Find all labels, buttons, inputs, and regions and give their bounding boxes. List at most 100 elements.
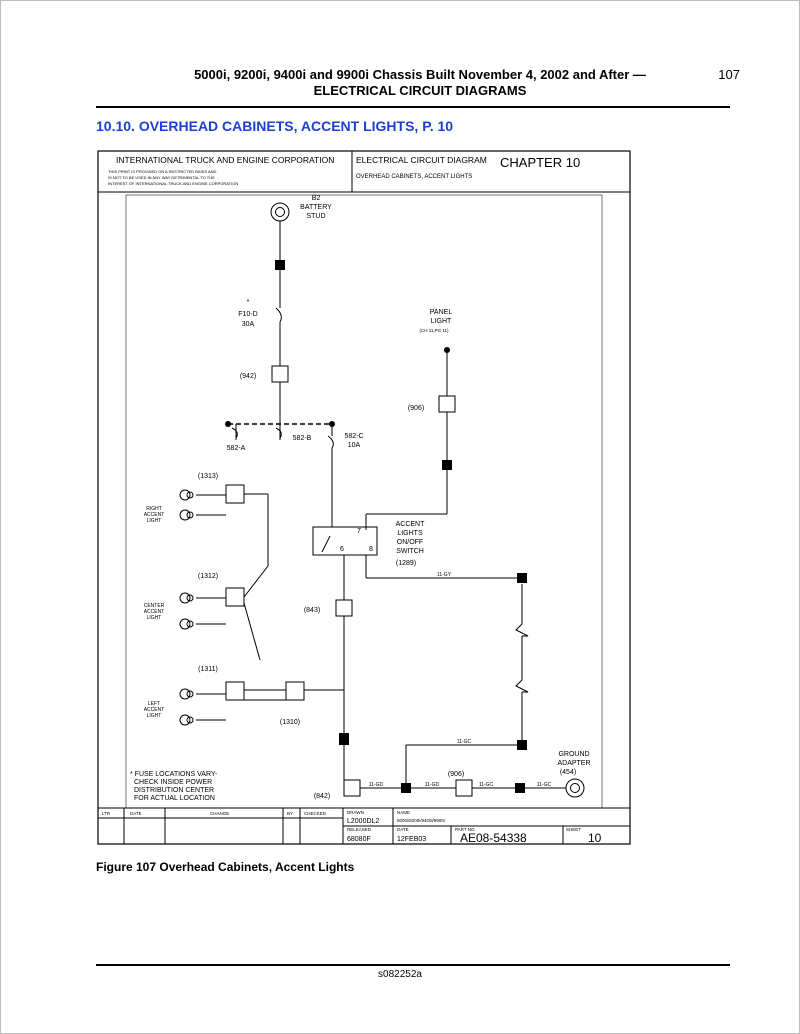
bb-date-label: DATE — [397, 827, 409, 832]
label-1313: (1313) — [198, 473, 218, 480]
page-number: 107 — [718, 67, 740, 82]
bb-name-label: NAME — [397, 810, 410, 815]
label-panel-1: PANEL — [430, 309, 453, 316]
tb-notice-2: IS NOT TO BE USED IN ANY WAY DETRIMENTAL… — [108, 175, 215, 180]
bb-col-by: BY — [287, 811, 293, 816]
footer-rule — [96, 964, 730, 966]
label-ground-1: GROUND — [558, 751, 589, 758]
label-note-1: * FUSE LOCATIONS VARY- — [130, 771, 218, 778]
label-note-3: DISTRIBUTION CENTER — [134, 787, 214, 794]
header-title-line-2: ELECTRICAL CIRCUIT DIAGRAMS — [313, 83, 527, 98]
fuse-bus-end-right — [329, 421, 335, 427]
connector-942 — [271, 365, 289, 383]
bb-part-value: AE08-54338 — [460, 831, 527, 845]
label-582a: 582-A — [227, 445, 246, 452]
section-title: 10.10. OVERHEAD CABINETS, ACCENT LIGHTS,… — [96, 118, 454, 134]
label-panel-3: (CH 11,PG 11) — [419, 328, 449, 333]
label-left-1: LEFT — [148, 701, 160, 707]
splice-node — [401, 783, 411, 793]
tb-doc-type: ELECTRICAL CIRCUIT DIAGRAM — [356, 155, 487, 165]
splice-gy — [517, 573, 527, 583]
bb-released-label: RELEASED — [347, 827, 372, 832]
tb-notice-3: INTEREST OF INTERNATIONAL TRUCK AND ENGI… — [108, 181, 238, 186]
label-pin-8: 8 — [369, 546, 373, 553]
label-left-2: ACCENT — [144, 707, 165, 713]
accent-switch-body — [312, 526, 378, 556]
connector-906b — [455, 779, 473, 797]
connector-1313 — [225, 484, 245, 504]
label-wire-11gy: 11-GY — [437, 572, 452, 578]
fuse-582b — [275, 427, 282, 439]
label-pin-6: 6 — [340, 546, 344, 553]
connector-906a — [438, 395, 456, 413]
label-wire-11gc-2: 11-GC — [479, 782, 494, 788]
label-battery-2: STUD — [306, 213, 325, 220]
label-battery-1: BATTERY — [300, 204, 332, 211]
label-582b: 582-B — [293, 435, 312, 442]
label-fuse-name: F10-D — [238, 311, 257, 318]
label-1310: (1310) — [280, 719, 300, 726]
label-pin-7: 7 — [357, 528, 361, 535]
ground-adapter-inner — [570, 783, 580, 793]
bb-sheet-label: SHEET — [566, 827, 581, 832]
tb-chapter: CHAPTER 10 — [500, 155, 580, 170]
fuse-582c — [327, 435, 334, 449]
label-battery-num: B2 — [312, 195, 321, 202]
label-843: (843) — [304, 607, 320, 614]
right-accent-light — [179, 489, 226, 521]
footer-code: s082252a — [378, 969, 422, 980]
connector-843 — [335, 599, 353, 617]
ground-link-1 — [515, 623, 529, 637]
battery-stud-outer — [270, 202, 290, 222]
splice-843 — [339, 733, 349, 745]
bb-sheet-value: 10 — [588, 831, 602, 845]
connector-1312 — [225, 587, 245, 607]
bb-col-date: DATE — [130, 811, 142, 816]
tb-subtitle: OVERHEAD CABINETS, ACCENT LIGHTS — [356, 174, 472, 180]
label-582c: 582-C — [344, 433, 363, 440]
label-ground-2: ADAPTER — [557, 760, 590, 767]
fuse-f10d — [275, 307, 282, 323]
label-switch-4: SWITCH — [396, 548, 424, 555]
header-title-line-1: 5000i, 9200i, 9400i and 9900i Chassis Bu… — [194, 67, 646, 82]
splice-battery — [275, 260, 285, 270]
label-ground-3: (454) — [560, 769, 576, 776]
wire-1312-drop — [243, 602, 261, 661]
drawing-area-border — [125, 194, 603, 809]
label-center-1: CENTER — [144, 603, 165, 609]
label-switch-5: (1289) — [396, 560, 416, 567]
switch-blade — [321, 535, 331, 553]
label-switch-1: ACCENT — [396, 521, 426, 528]
label-1311: (1311) — [198, 666, 218, 673]
splice-panel — [442, 460, 452, 470]
center-accent-light — [179, 592, 226, 630]
label-942: (942) — [240, 373, 256, 380]
label-wire-11gc: 11-GC — [457, 739, 472, 745]
splice-nodes — [225, 260, 527, 793]
connector-1311 — [225, 681, 245, 701]
connector-842 — [343, 779, 361, 797]
label-wire-11gd-2: 11-GD — [425, 782, 440, 788]
label-left-3: LIGHT — [147, 713, 162, 719]
label-center-3: LIGHT — [147, 615, 162, 621]
wire-1312-out — [243, 565, 269, 598]
fuse-582a — [231, 427, 238, 439]
label-1312: (1312) — [198, 573, 218, 580]
header-rule — [96, 106, 730, 108]
label-switch-2: LIGHTS — [397, 530, 423, 537]
bb-col-change: CHANGE — [210, 811, 229, 816]
label-wire-11gc-3: 11-GC — [537, 782, 552, 788]
splice-gc — [517, 740, 527, 750]
diagram-border — [97, 150, 631, 845]
bb-name-value: 5000i/9200i/9400i/9900i — [397, 818, 445, 823]
fuse-bus-end-left — [225, 421, 231, 427]
tb-company: INTERNATIONAL TRUCK AND ENGINE CORPORATI… — [116, 155, 334, 165]
label-right-3: LIGHT — [147, 518, 162, 524]
label-906a: (906) — [408, 405, 424, 412]
connector-1310 — [285, 681, 305, 701]
left-accent-light — [179, 688, 226, 726]
label-wire-11gd: 11-GD — [369, 782, 384, 788]
label-fuse-star: * — [247, 299, 250, 306]
bb-part-label: PART NO. — [455, 827, 476, 832]
